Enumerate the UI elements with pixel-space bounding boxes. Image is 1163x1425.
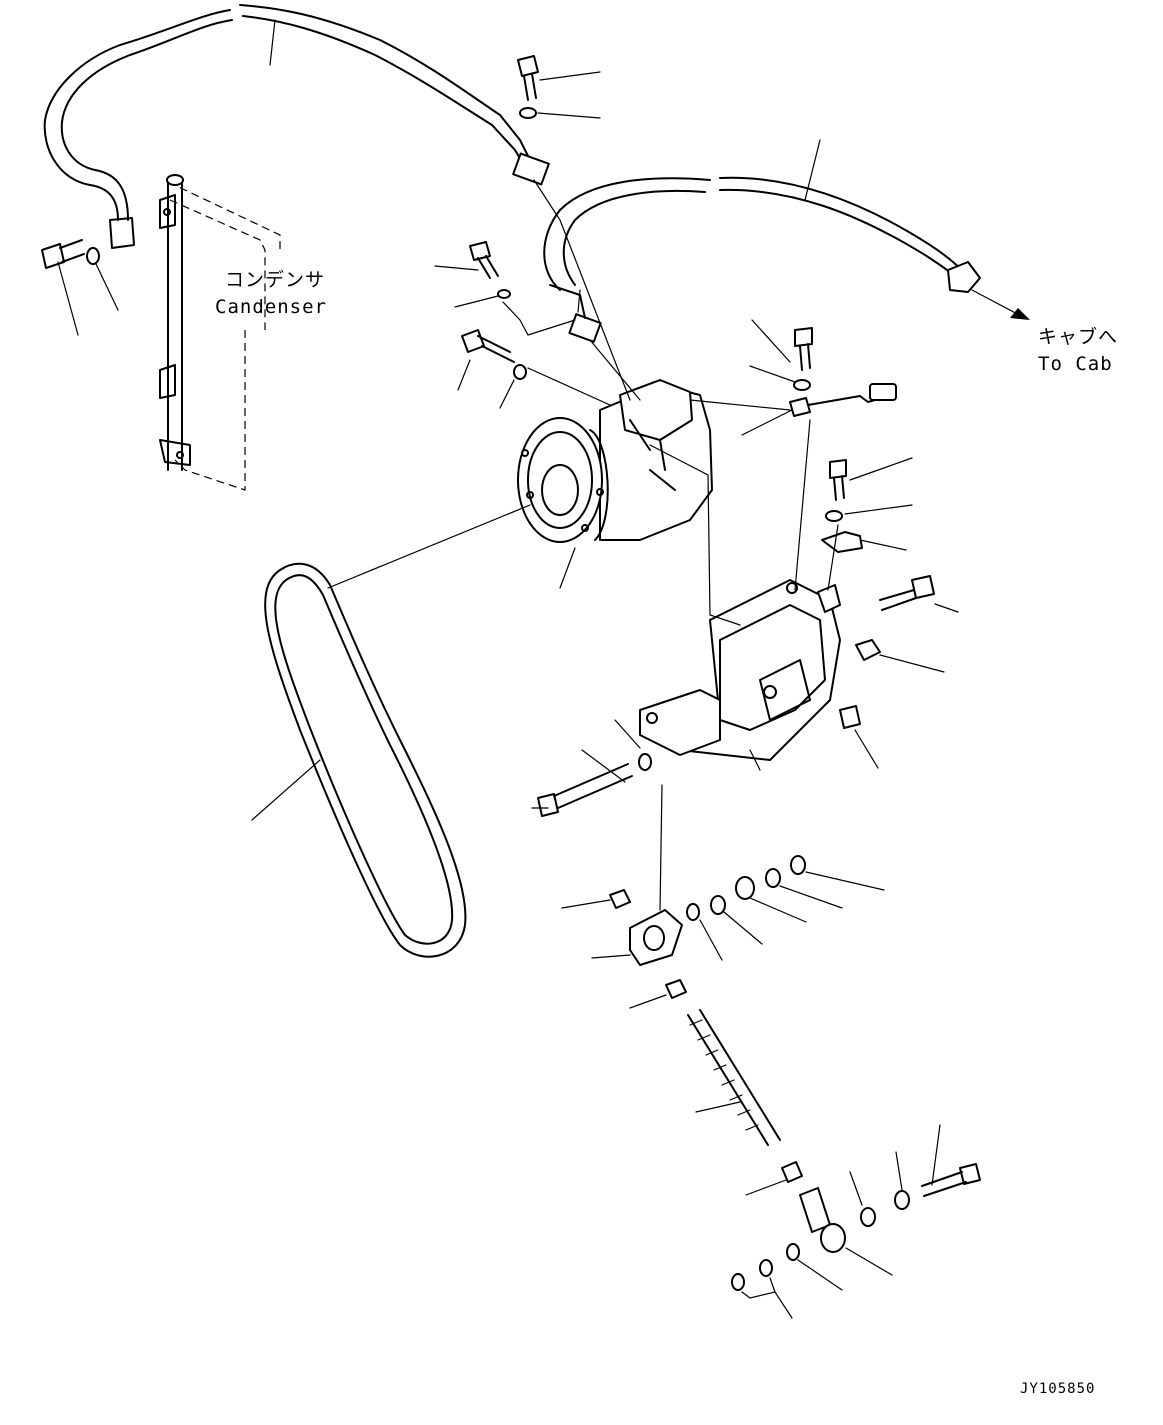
compressor xyxy=(517,379,713,543)
to-cab-label-jp: キャブへ xyxy=(1038,325,1118,348)
condenser-label-jp: コンデンサ xyxy=(225,269,325,291)
condenser-label-en: Candenser xyxy=(215,296,327,318)
upper-hose-left xyxy=(43,4,550,249)
to-cab-arrow xyxy=(971,289,1030,320)
leader-lines xyxy=(57,71,959,1319)
drawing-code: JY105850 xyxy=(1020,1381,1095,1397)
upper-hose-right xyxy=(543,139,981,343)
to-cab-label-en: To Cab xyxy=(1038,353,1113,375)
hardware xyxy=(41,55,981,1291)
compressor-bracket xyxy=(639,579,841,761)
v-belt xyxy=(264,562,467,958)
condenser xyxy=(159,174,281,491)
